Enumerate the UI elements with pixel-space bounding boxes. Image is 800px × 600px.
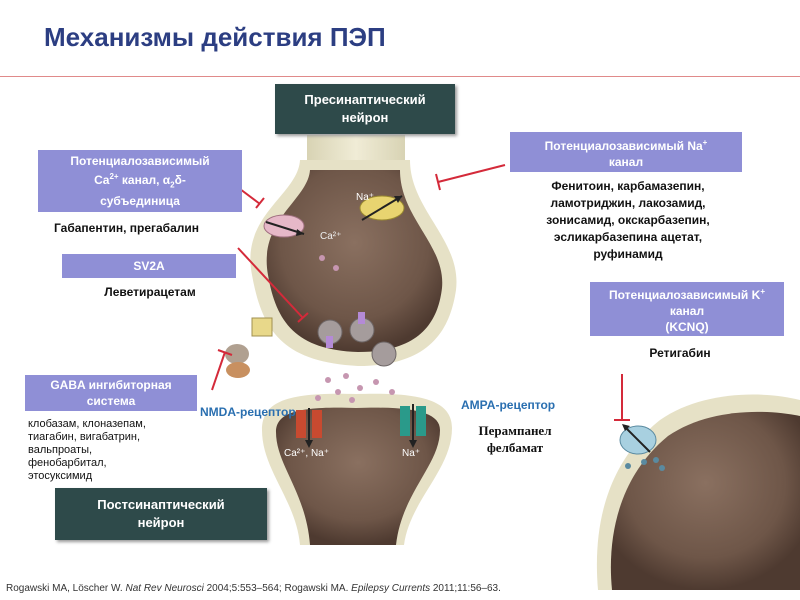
na-channel-title-line1: Потенциалозависимый Na+ [544, 137, 708, 153]
ca-ion-label-pre: Ca²⁺ [320, 231, 342, 242]
title-divider [0, 76, 800, 77]
ampa-drug-line: фелбамат [486, 440, 544, 455]
gaba-drug-line: клобазам, клоназепам, [28, 418, 146, 430]
ampa-receptor-icon [400, 404, 426, 448]
na-channel-title-line2: канал [608, 154, 644, 169]
ampa-drug-line: Перампанел [478, 423, 552, 438]
ions [315, 255, 395, 403]
sv2a-label: SV2A [133, 259, 165, 273]
postsynaptic-neuron-label: Постсинаптический нейрон [97, 497, 225, 530]
gaba-drug-line: вальпроаты, [28, 444, 93, 456]
ampa-ion-label: Na⁺ [402, 448, 421, 459]
synaptic-vesicles [317, 312, 397, 367]
page-title: Механизмы действия ПЭП [44, 22, 386, 52]
na-drug-line: Фенитоин, карбамазепин, [551, 179, 705, 193]
postsynaptic-neuron-box: Постсинаптический нейрон [55, 488, 267, 540]
k-channel-box: Потенциалозависимый K+ канал (KCNQ) [590, 282, 784, 336]
nmda-ion-label: Ca²⁺, Na⁺ [284, 448, 330, 459]
gaba-drugs: клобазам, клоназепам, тиагабин, вигабатр… [28, 418, 146, 483]
na-drug-line: эсликарбазепина ацетат, [553, 230, 703, 244]
presynaptic-neuron-box: Пресинаптический нейрон [275, 84, 455, 134]
k-channel-title-line1: Потенциалозависимый K+ [609, 286, 765, 302]
inhibitor-lines [211, 164, 630, 421]
gaba-drug-line: этосуксимид [28, 470, 93, 482]
gaba-drug-line: тиагабин, вигабатрин, [28, 431, 141, 443]
postsynaptic-cytoplasm [276, 407, 440, 545]
nmda-receptor-icon [296, 408, 322, 448]
sv2a-drugs: Леветирацетам [104, 285, 196, 299]
na-drug-line: ламотриджин, лакозамид, [550, 196, 706, 210]
ca-channel-title-line3: субъединица [100, 194, 180, 209]
ca-channel-icon [263, 214, 305, 238]
gaba-box: GABA ингибиторная система [25, 375, 197, 411]
k-ion-label: K⁺ [596, 428, 608, 439]
k-channel-title-line2: канал [669, 303, 705, 318]
na-drug-line: руфинамид [593, 247, 663, 261]
na-drug-line: зонисамид, окскарбазепин, [546, 213, 710, 227]
ca-channel-title-line1: Потенциалозависимый [70, 153, 210, 168]
presynaptic-neuron-label: Пресинаптический нейрон [304, 92, 426, 125]
reference-footer: Rogawski MA, Löscher W. Nat Rev Neurosci… [6, 583, 501, 594]
ca-drugs: Габапентин, прегабалин [54, 221, 200, 235]
ampa-receptor-label: AMPA-рецептор [461, 398, 556, 412]
na-channel-icon [359, 195, 405, 221]
nmda-receptor-label: NMDA-рецептор [200, 405, 296, 419]
ca-channel-box: Потенциалозависимый Ca2+ канал, α2δ- суб… [38, 150, 242, 212]
k-channel-title-line3: (KCNQ) [665, 319, 709, 334]
gaba-drug-line: фенобарбитал, [28, 457, 107, 469]
na-ion-label-pre: Na⁺ [356, 192, 375, 203]
k-neuron-cytoplasm [610, 411, 800, 590]
ca-channel-title-line2: Ca2+ канал, α2δ- [94, 171, 186, 190]
na-drugs: Фенитоин, карбамазепин, ламотриджин, лак… [514, 178, 742, 263]
k-drugs: Ретигабин [649, 346, 711, 360]
gaba-title-line1: GABA ингибиторная [50, 378, 172, 392]
ampa-drugs: Перампанел фелбамат [470, 422, 560, 456]
gaba-receptor-icon [225, 317, 273, 378]
sv2a-box: SV2A [62, 254, 236, 278]
na-channel-box: Потенциалозависимый Na+ канал [510, 132, 742, 172]
gaba-title-line2: система [86, 394, 136, 408]
k-channel-icon [619, 424, 665, 471]
